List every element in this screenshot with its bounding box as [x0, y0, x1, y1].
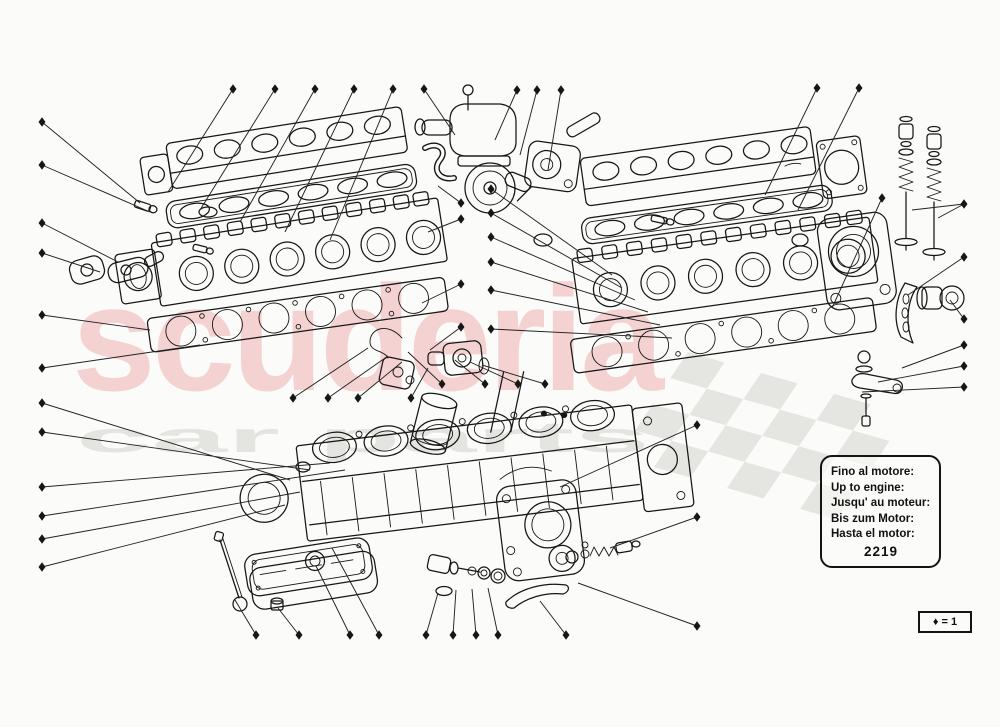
diamond-marker	[514, 379, 522, 389]
camshaft-plug	[916, 285, 965, 311]
relief-valve-assembly	[565, 540, 641, 564]
legend-box: ♦ = 1	[918, 611, 972, 633]
core-plug	[533, 233, 553, 247]
oil-pan-gasket	[244, 537, 379, 610]
chain-tensioner-pad	[895, 282, 918, 344]
right-cylinder-head-assembly	[570, 126, 897, 374]
diamond-marker	[289, 393, 297, 403]
diamond-marker	[311, 84, 319, 94]
dipstick	[213, 530, 248, 612]
diamond-marker	[960, 252, 968, 262]
left-cylinder-head-assembly	[114, 106, 449, 353]
diamond-marker	[481, 379, 489, 389]
diamond-marker	[494, 630, 502, 640]
diamond-marker	[878, 193, 886, 203]
diamond-marker	[38, 398, 46, 408]
diamond-marker	[389, 84, 397, 94]
diamond-marker	[487, 232, 495, 242]
diamond-marker	[438, 379, 446, 389]
diamond-marker	[960, 361, 968, 371]
leader-lines	[41, 87, 965, 636]
cover-bolt	[133, 199, 158, 214]
diamond-marker	[38, 534, 46, 544]
diamond-marker	[350, 84, 358, 94]
diamond-marker	[472, 630, 480, 640]
thermostat-housing-assembly	[414, 84, 532, 214]
diamond-marker	[487, 324, 495, 334]
diamond-marker	[324, 393, 332, 403]
seal-ring	[295, 461, 311, 473]
diamond-marker	[693, 420, 701, 430]
diamond-marker	[557, 85, 565, 95]
info-box: Fino al motore: Up to engine: Jusqu' au …	[820, 455, 941, 568]
diamond-marker	[354, 393, 362, 403]
diamond-marker	[229, 84, 237, 94]
cam-end-cap	[198, 206, 218, 218]
diamond-marker	[38, 511, 46, 521]
pump-shaft-seals	[426, 554, 506, 584]
info-line-it: Fino al motore:	[831, 466, 915, 478]
diamond-marker	[38, 117, 46, 127]
drain-plug	[270, 597, 284, 611]
diamond-marker	[693, 621, 701, 631]
diamond-marker	[38, 218, 46, 228]
oil-pump	[427, 340, 490, 376]
diamond-marker	[38, 562, 46, 572]
oil-filler-cap	[304, 550, 326, 572]
diamond-marker	[513, 85, 521, 95]
diamond-marker	[960, 314, 968, 324]
diamond-marker	[38, 160, 46, 170]
diamond-marker	[487, 257, 495, 267]
rocker-arm	[851, 350, 903, 427]
diamond-marker	[346, 630, 354, 640]
diamond-marker	[457, 322, 465, 332]
water-pump	[516, 112, 601, 202]
cylinder-liner	[409, 392, 458, 455]
valve-assemblies	[894, 115, 946, 261]
diamond-marker	[960, 340, 968, 350]
diamond-marker	[457, 198, 465, 208]
diamond-marker	[457, 214, 465, 224]
info-line-es: Hasta el motor:	[831, 528, 915, 541]
diamond-marker	[420, 84, 428, 94]
valve-intake	[894, 115, 918, 251]
diamond-marker	[813, 83, 821, 93]
engine-block	[239, 371, 695, 542]
valve-exhaust	[922, 125, 946, 261]
core-plug	[791, 233, 809, 247]
diamond-marker	[487, 184, 495, 194]
diamond-marker	[38, 310, 46, 320]
diamond-marker	[487, 208, 495, 218]
diamond-marker	[487, 285, 495, 295]
sensor-with-cable	[369, 328, 415, 390]
diamond-marker	[449, 630, 457, 640]
diamond-marker	[38, 248, 46, 258]
diamond-marker	[422, 630, 430, 640]
info-line-de: Bis zum Motor:	[831, 512, 915, 525]
head-bolt	[192, 243, 214, 255]
info-line-en: Up to engine:	[831, 481, 905, 494]
diamond-marker	[693, 512, 701, 522]
diamond-marker	[38, 427, 46, 437]
diamond-marker	[960, 382, 968, 392]
diamond-marker	[407, 393, 415, 403]
engine-number: 2219	[863, 543, 899, 559]
legend-text: ♦ = 1	[932, 616, 958, 628]
watermark-scuderia: scuderia	[72, 254, 666, 422]
diamond-marker	[960, 199, 968, 209]
diamond-marker	[457, 279, 465, 289]
diamond-marker	[271, 84, 279, 94]
diamond-marker	[541, 379, 549, 389]
diamond-marker	[533, 85, 541, 95]
diamond-marker	[855, 83, 863, 93]
diamond-marker	[38, 363, 46, 373]
stud-bolt	[650, 214, 675, 226]
cover-gasket	[505, 583, 570, 609]
diamond-marker	[375, 630, 383, 640]
info-line-fr: Jusqu' au moteur:	[831, 497, 931, 510]
oval-plug	[435, 585, 453, 597]
front-cover	[495, 466, 586, 582]
diamond-marker	[38, 482, 46, 492]
